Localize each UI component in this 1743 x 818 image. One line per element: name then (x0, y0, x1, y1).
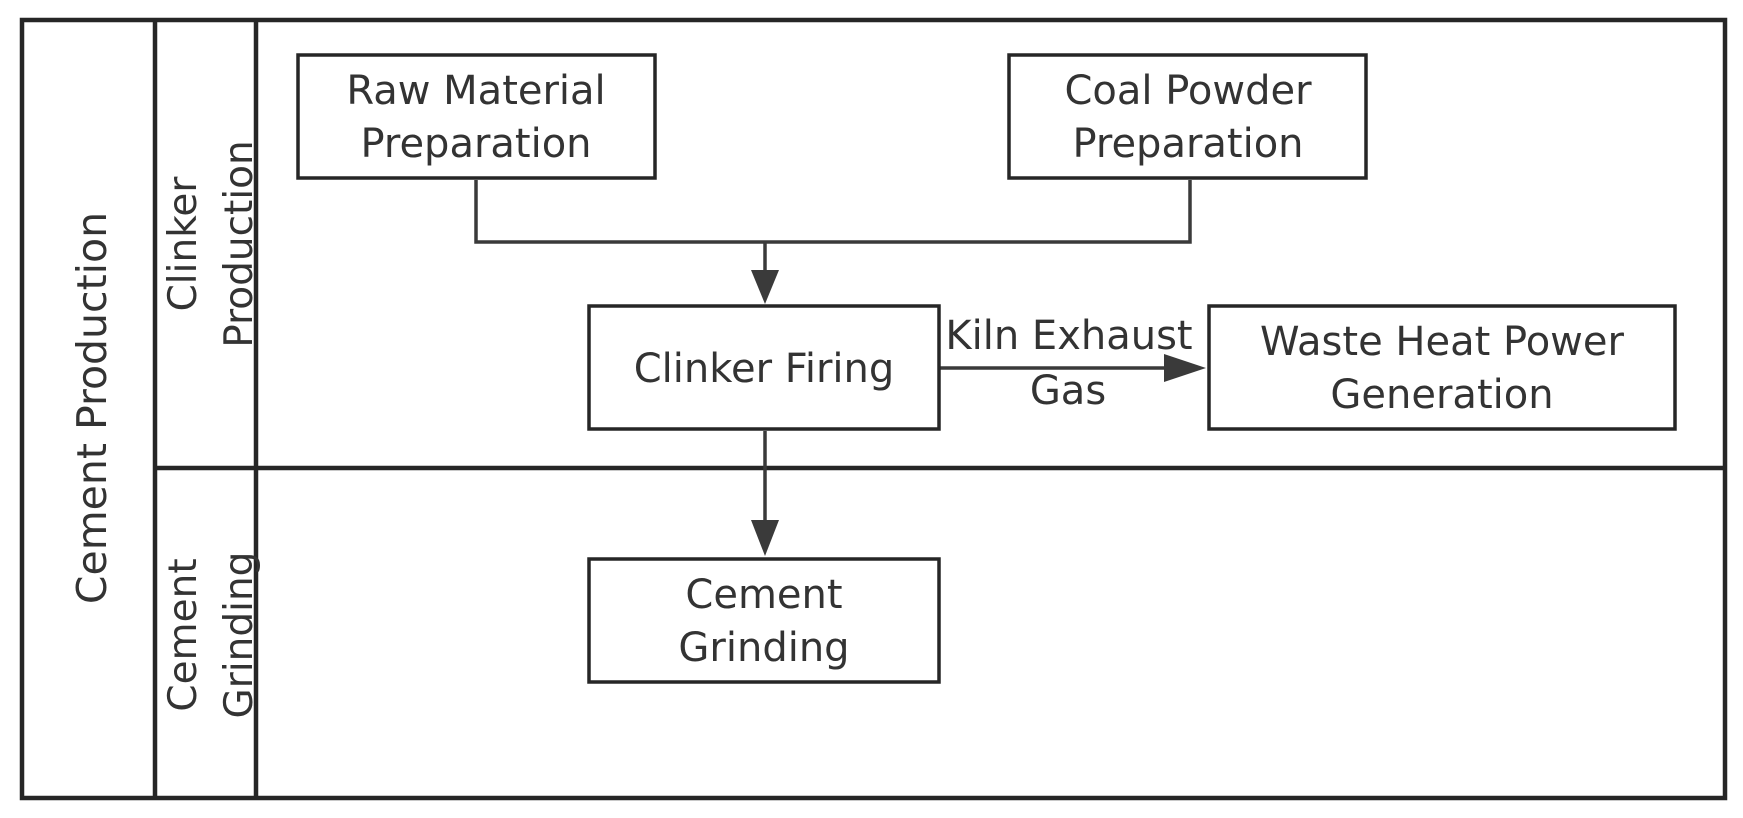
node-clinker-firing-box (587, 304, 941, 431)
node-waste-heat-box (1207, 304, 1677, 431)
kiln-exhaust-arrowhead (1164, 354, 1206, 382)
edge-label-kiln-exhaust-gas: Kiln Exhaust Gas (945, 313, 1192, 414)
lane-label-clinker-production: Clinker Production (161, 140, 262, 348)
node-coal-powder-line2: Preparation (1072, 121, 1303, 167)
node-cement-grinding: Cement Grinding (587, 557, 941, 684)
pool-frame (19, 17, 1728, 801)
merge-arrowhead (751, 270, 779, 304)
raw-material-connector (474, 180, 765, 244)
lane-label-grinding-line1: Cement (161, 558, 206, 711)
pool-label: Cement Production (68, 212, 116, 604)
node-coal-powder-box (1007, 53, 1368, 180)
node-cement-grinding-line2: Grinding (678, 625, 849, 671)
node-clinker-firing: Clinker Firing (587, 304, 941, 431)
node-waste-heat-power-generation: Waste Heat Power Generation (1207, 304, 1677, 431)
node-waste-heat-line1: Waste Heat Power (1260, 319, 1624, 365)
node-coal-powder-line1: Coal Powder (1064, 68, 1312, 114)
node-waste-heat-line2: Generation (1330, 372, 1553, 418)
firing-to-grinding-arrowhead (751, 520, 779, 556)
node-coal-powder-preparation: Coal Powder Preparation (1007, 53, 1368, 180)
node-cement-grinding-box (587, 557, 941, 684)
node-raw-material-line2: Preparation (360, 121, 591, 167)
edge-label-kiln-exhaust-line1: Kiln Exhaust (945, 313, 1192, 359)
lane-label-clinker-line1: Clinker (161, 176, 206, 312)
node-cement-grinding-line1: Cement (685, 572, 842, 618)
node-raw-material-box (296, 53, 657, 180)
node-clinker-firing-label: Clinker Firing (634, 346, 895, 392)
lane-label-cement-grinding: Cement Grinding (161, 552, 262, 719)
coal-powder-connector (765, 180, 1192, 244)
lane-label-grinding-line2: Grinding (217, 552, 262, 719)
node-raw-material-line1: Raw Material (346, 68, 605, 114)
edge-label-kiln-exhaust-line2: Gas (1030, 368, 1106, 414)
node-raw-material-preparation: Raw Material Preparation (296, 53, 657, 180)
lane-label-clinker-line2: Production (217, 140, 262, 348)
